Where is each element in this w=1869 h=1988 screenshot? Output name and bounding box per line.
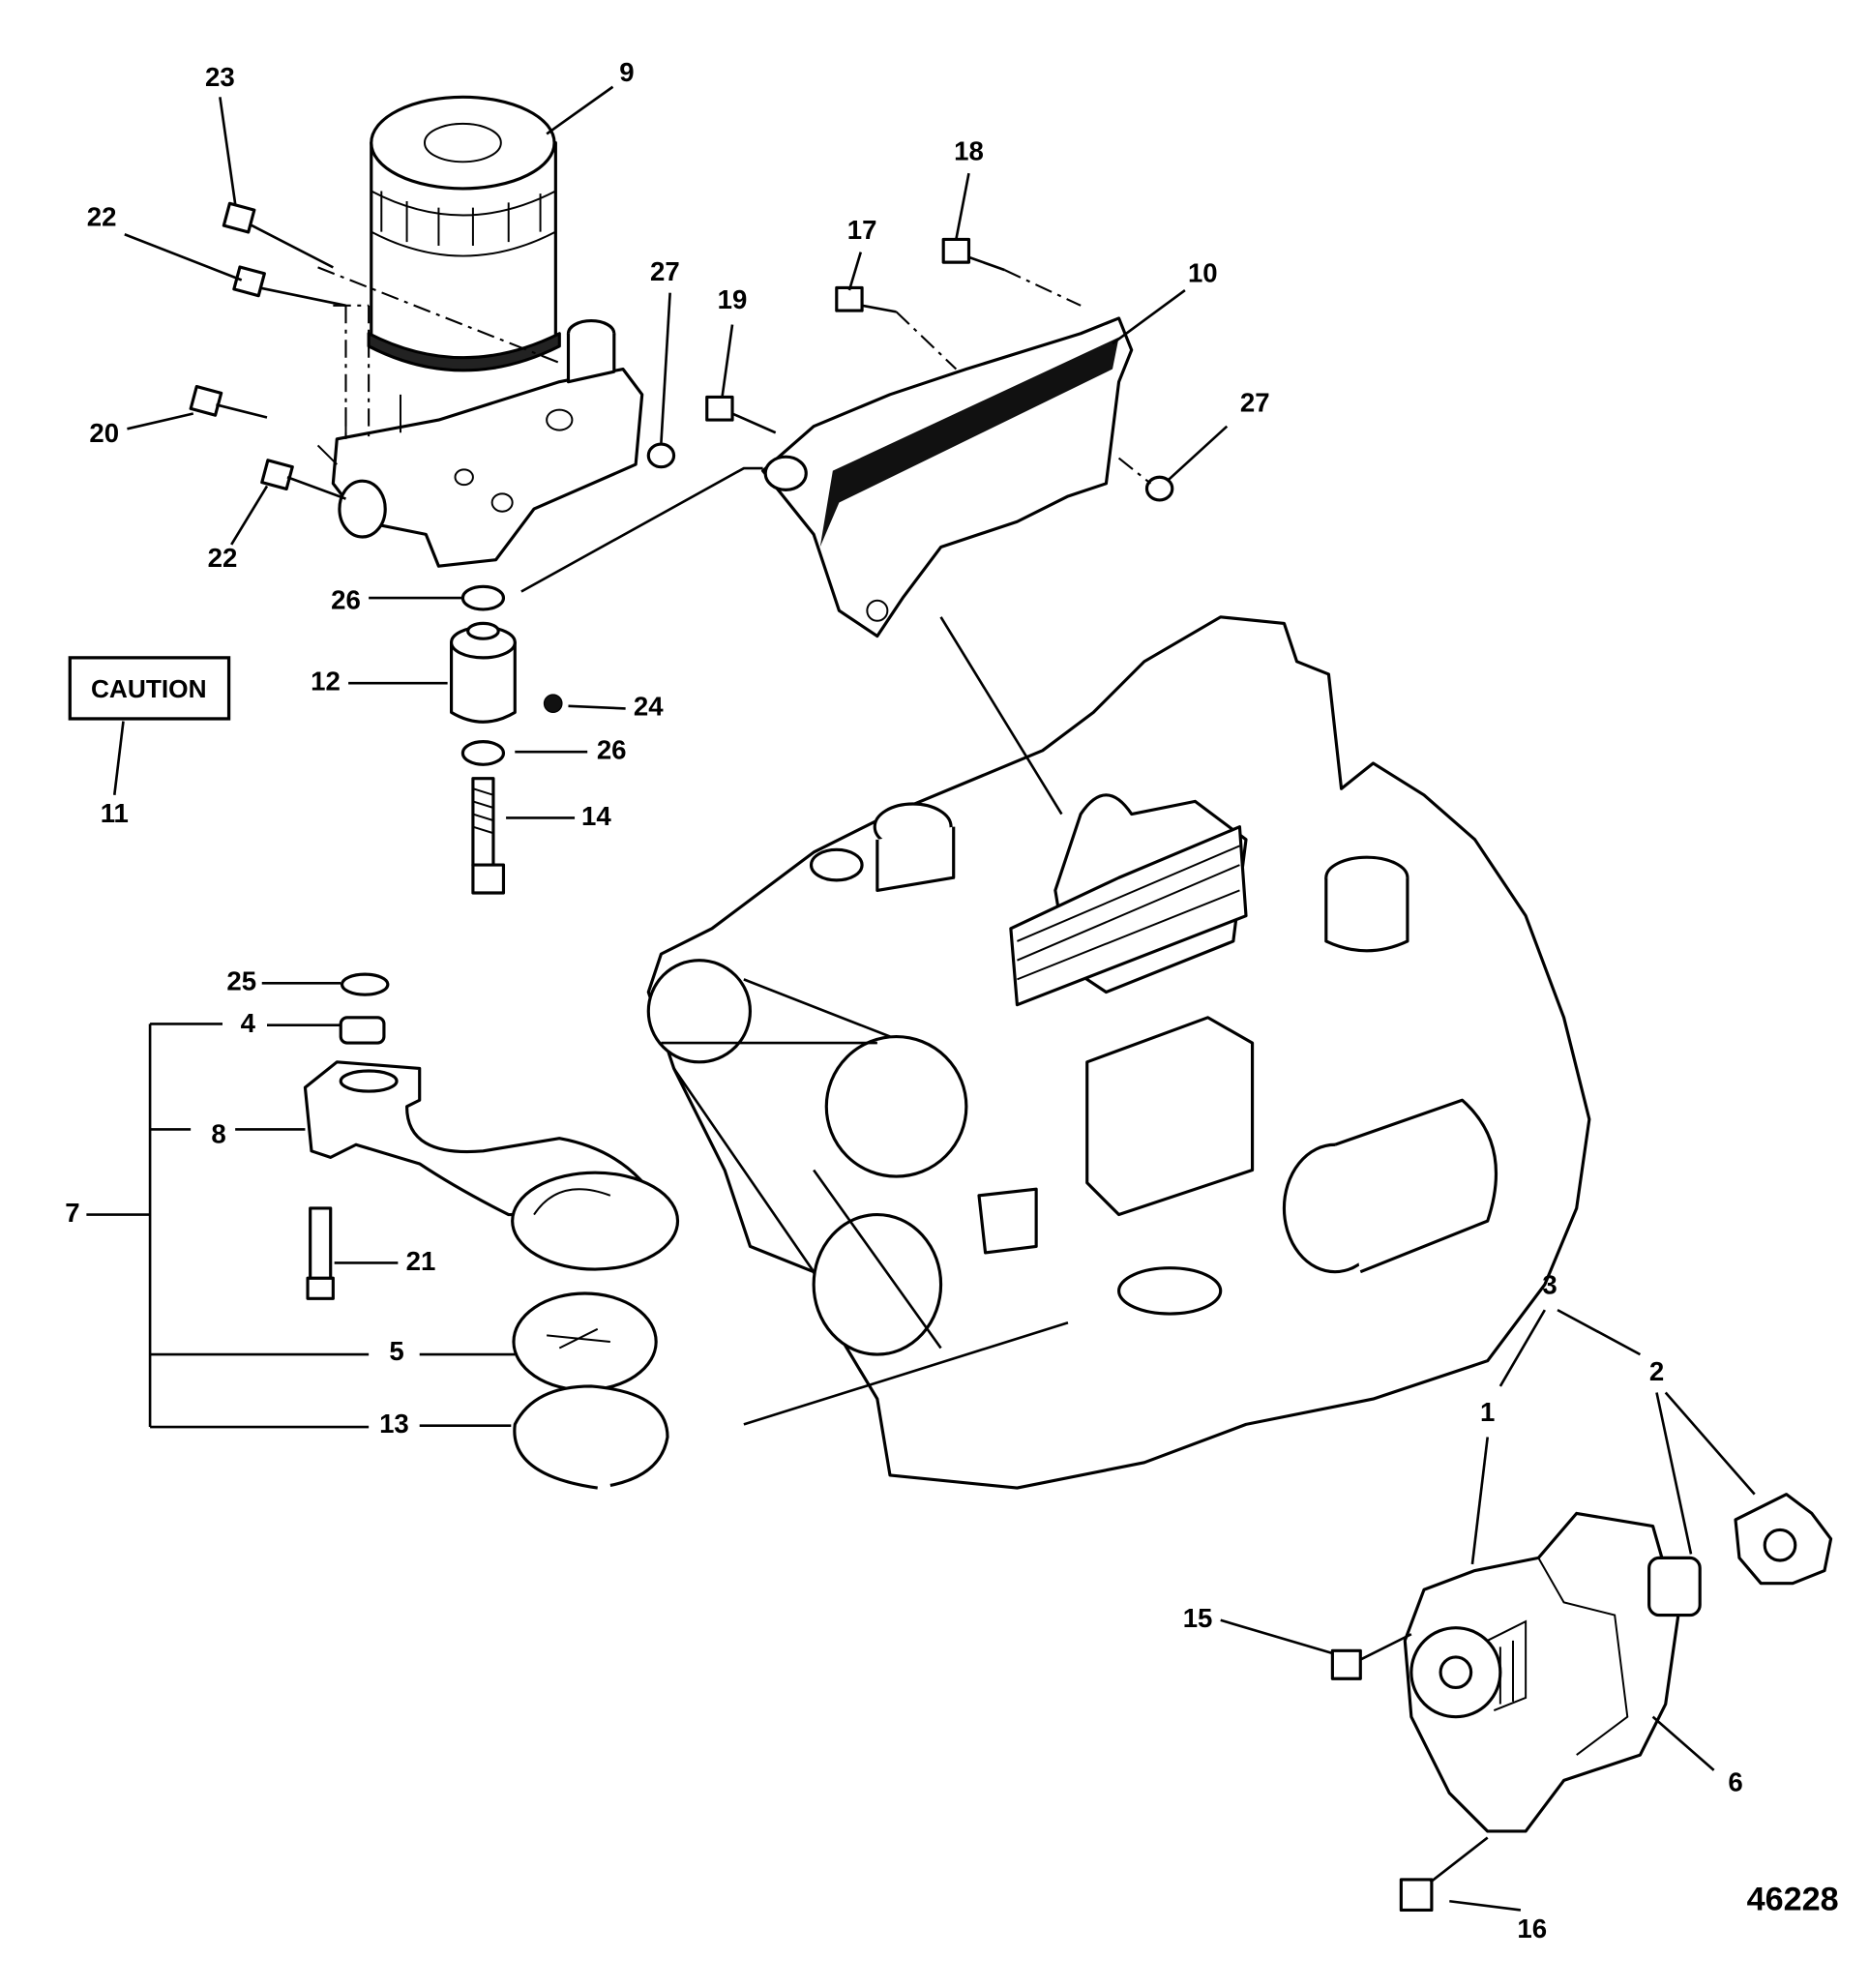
callout-15: 15 [1183,1603,1213,1633]
callout-19: 19 [718,284,748,314]
bolt-18 [941,237,1005,272]
oil-pickup-tube [303,972,680,1490]
washer-27-right [1144,475,1174,502]
callout-27b: 27 [1240,388,1270,418]
bolt-15 [1330,1633,1412,1680]
svg-text:CAUTION: CAUTION [91,674,207,703]
leader-lines [86,85,1756,1912]
callout-11: 11 [101,798,129,828]
callout-9: 9 [619,57,634,87]
callout-4: 4 [241,1008,256,1038]
washer-27-left [646,442,676,469]
callout-25: 25 [226,966,256,996]
bolt-23 [222,201,334,269]
callout-17: 17 [847,215,877,245]
callout-21: 21 [406,1246,436,1276]
callout-26: 26 [331,584,361,614]
bolt-17 [835,285,897,313]
engine-assembly [646,615,1591,1490]
bolt-20 [189,384,268,419]
callout-23: 23 [205,62,235,92]
bolt-22-lower [260,459,346,500]
callout-22: 22 [87,202,117,232]
callout-18: 18 [954,135,984,165]
callout-24: 24 [634,692,664,722]
bolt-22-upper [232,265,346,308]
callout-3: 3 [1542,1270,1557,1300]
callout-13: 13 [379,1409,409,1439]
drawing-number: 46228 [1747,1881,1839,1917]
callout-2: 2 [1649,1356,1664,1386]
oil-cooler [760,316,1134,638]
callout-8: 8 [211,1118,225,1148]
callout-10: 10 [1188,258,1218,288]
oil-filter [367,95,561,372]
callout-12: 12 [311,666,341,696]
callout-22b: 22 [208,543,238,573]
callout-16: 16 [1517,1914,1547,1943]
callout-5: 5 [389,1336,403,1366]
callout-7: 7 [65,1198,79,1228]
caution-decal: CAUTION [68,656,231,721]
callout-14: 14 [581,801,611,831]
filter-adapter [316,319,644,568]
callout-20: 20 [89,418,119,448]
callout-1: 1 [1480,1397,1495,1427]
connector-fitting-12 [449,584,563,895]
oil-pump [1403,1493,1833,1833]
callout-26b: 26 [597,734,627,764]
bolt-19 [705,395,777,434]
callout-6: 6 [1728,1767,1742,1797]
callout-labels: 23 9 22 27 19 17 18 10 27 20 22 26 11 12… [65,57,1838,1943]
bolt-16 [1399,1836,1489,1913]
callout-27: 27 [650,256,680,286]
